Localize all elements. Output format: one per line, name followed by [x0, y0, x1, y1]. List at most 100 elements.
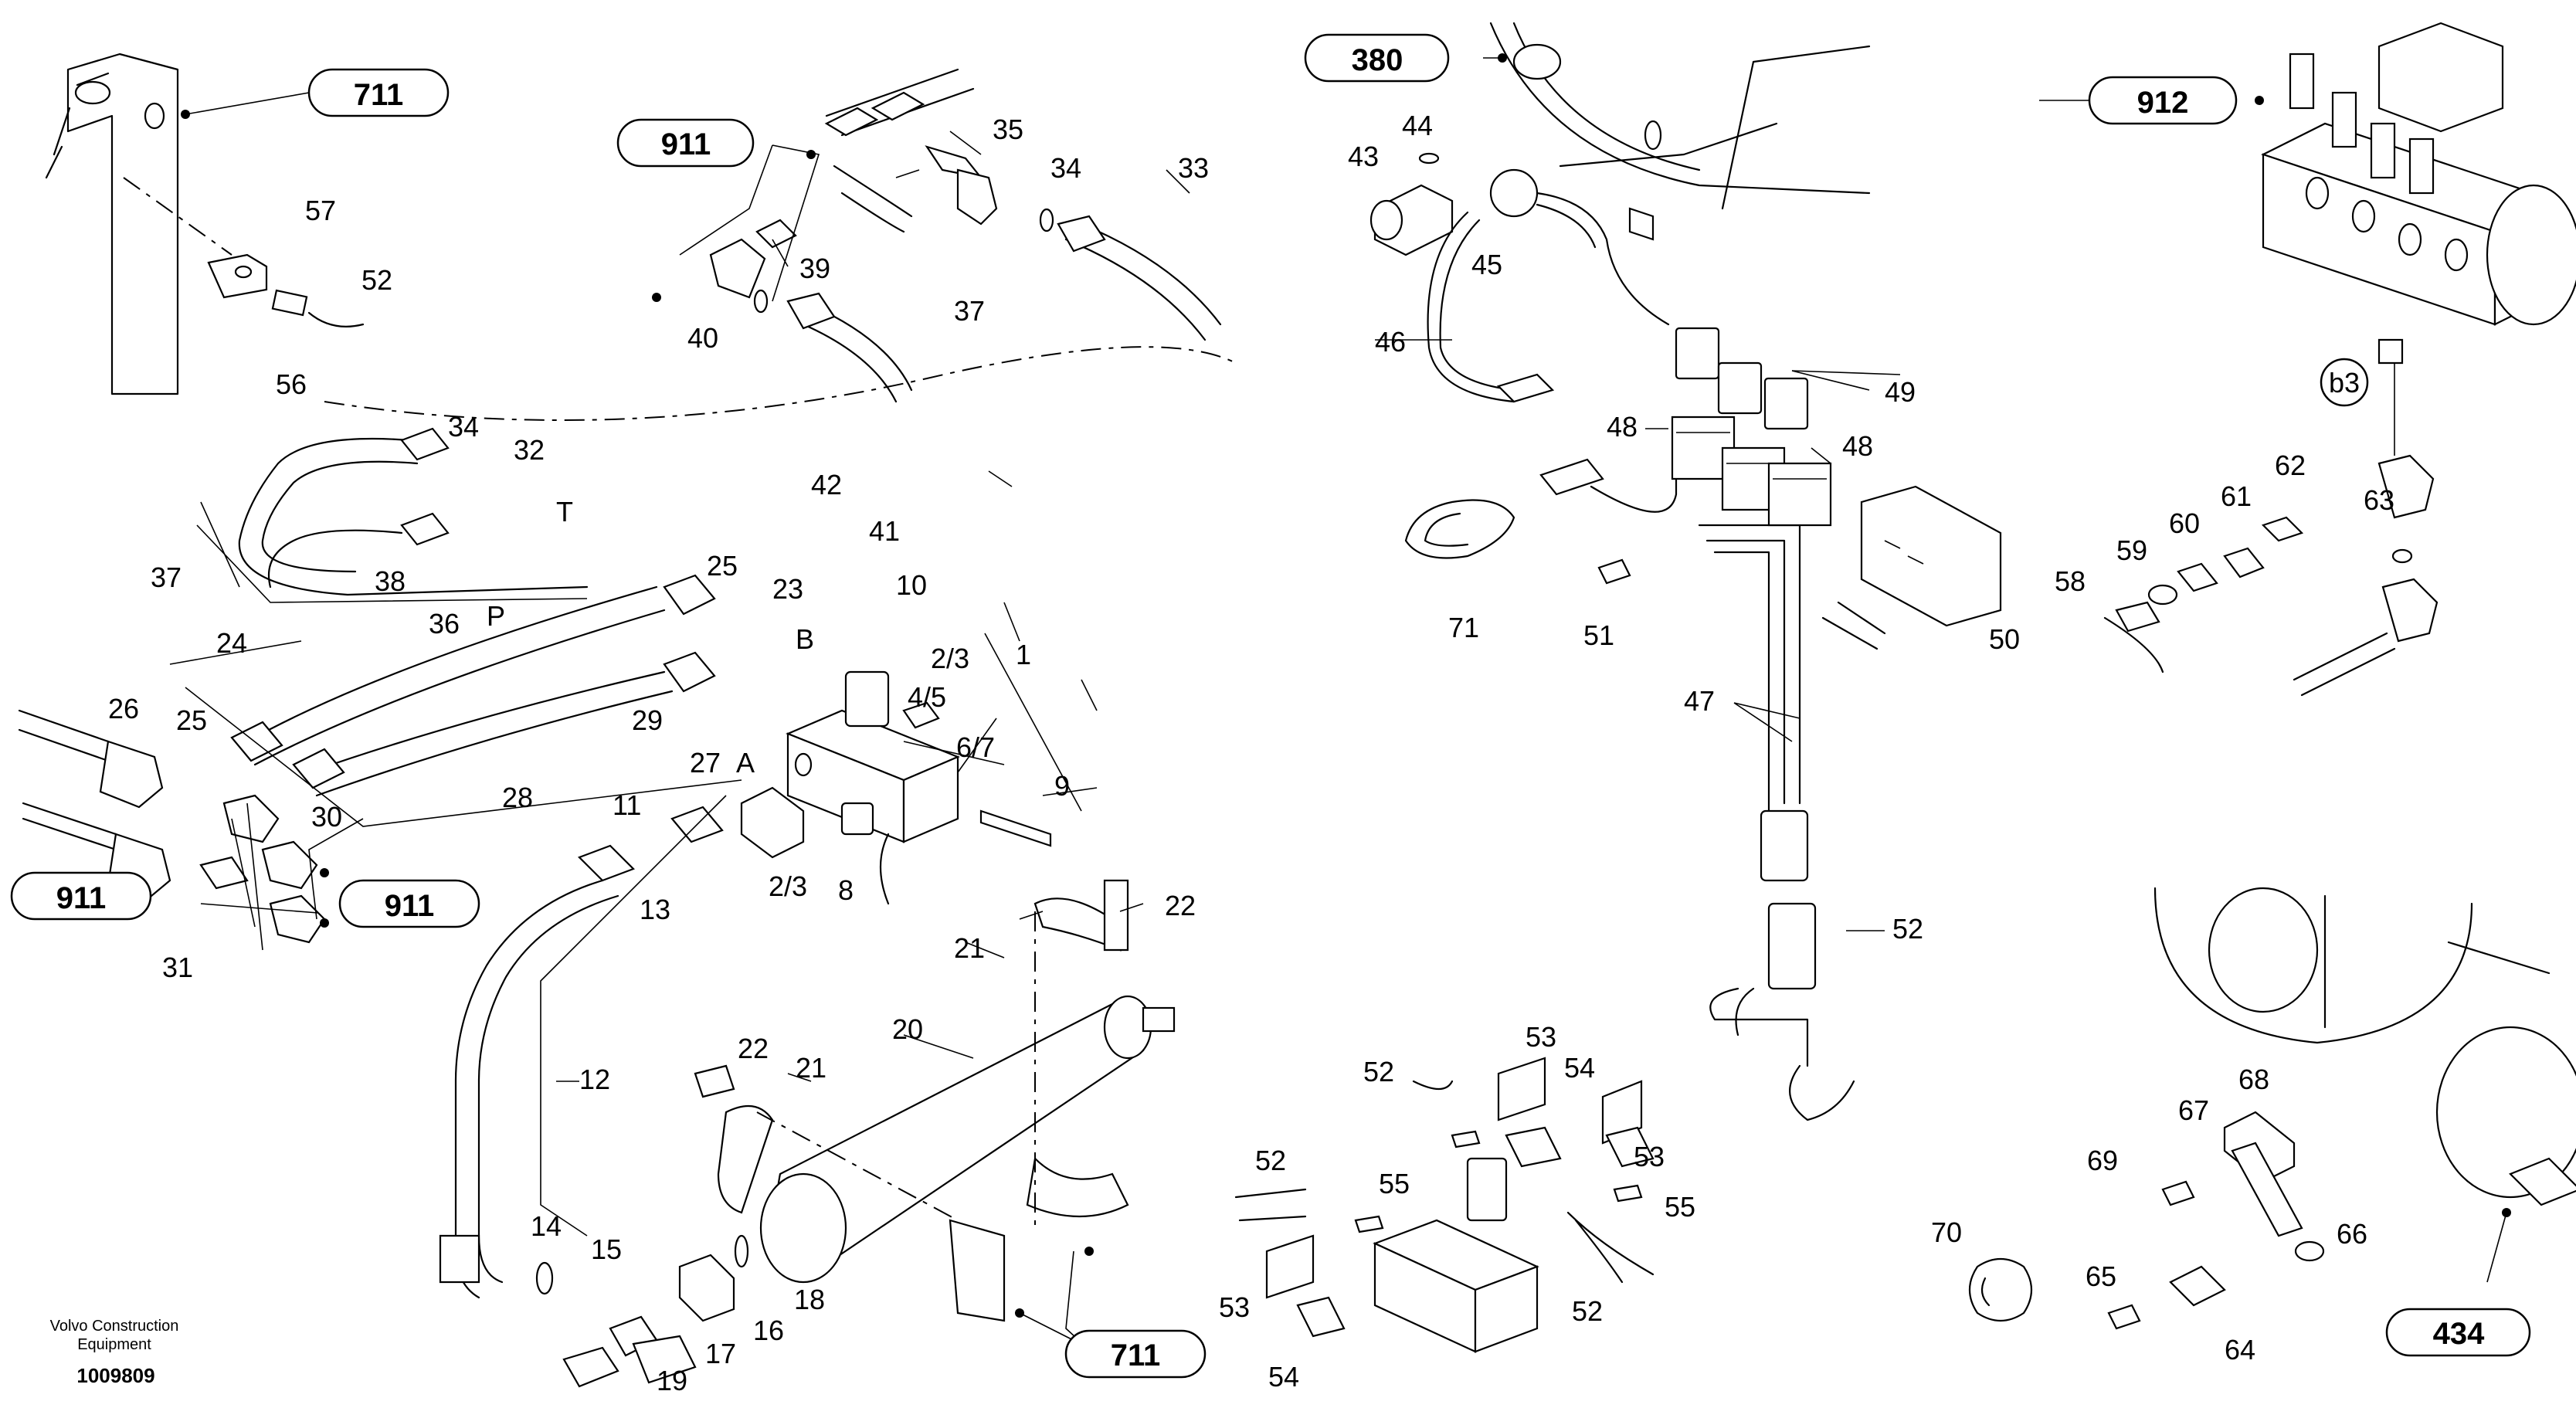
part-label: 18: [794, 1284, 825, 1315]
part-label: 30: [311, 801, 342, 833]
switch-43-45: [1369, 122, 1778, 326]
part-label: 57: [305, 195, 336, 226]
part-label: 48: [1607, 411, 1638, 443]
ref-label-380: 380: [1352, 43, 1403, 77]
part-label: 45: [1471, 249, 1502, 280]
ref-badge-912[interactable]: 912: [2088, 76, 2264, 125]
ref-badge-380[interactable]: 380: [1304, 33, 1507, 83]
ref-badge-434[interactable]: 434: [2385, 1208, 2531, 1357]
part-label: 60: [2169, 507, 2200, 539]
valve-block: [740, 633, 1082, 905]
ref-label-434: 434: [2433, 1317, 2485, 1351]
part-label: 52: [1363, 1056, 1394, 1087]
part-label: 50: [1989, 623, 2020, 655]
part-label: 23: [772, 573, 803, 605]
part-label: 6/7: [956, 731, 995, 763]
part-label: 34: [1050, 152, 1081, 184]
part-label: 24: [216, 627, 247, 659]
control-valve-912: [2261, 22, 2576, 365]
part-label: 52: [361, 264, 392, 296]
part-label: 17: [705, 1338, 736, 1369]
part-label: 55: [1665, 1191, 1695, 1223]
part-label: 22: [1165, 890, 1196, 921]
part-label: 27: [690, 747, 721, 779]
hoses-37-38: [196, 427, 589, 603]
harness-46-47: [1427, 211, 1855, 1121]
part-label: A: [736, 747, 755, 779]
part-label: 35: [993, 114, 1023, 145]
part-label: P: [487, 600, 505, 632]
ref-badge-711-top[interactable]: 711: [181, 68, 450, 119]
ref-badge-711-bottom[interactable]: 711: [1015, 1247, 1207, 1379]
footer-block: Volvo Construction Equipment 1009809: [50, 1318, 179, 1387]
accumulator-20: [694, 879, 1176, 1322]
part-label: 12: [579, 1064, 610, 1095]
part-label: 20: [892, 1013, 923, 1045]
part-label: 66: [2337, 1218, 2367, 1250]
part-label: 36: [429, 608, 460, 640]
temperature-sensor-57: [123, 177, 365, 327]
part-label: 62: [2275, 450, 2306, 481]
ref-badge-911-lower[interactable]: 911: [338, 879, 480, 928]
part-label: 52: [1892, 913, 1923, 945]
part-label: 53: [1634, 1141, 1665, 1172]
ref-label-911-lower: 911: [385, 889, 435, 923]
part-label: 41: [869, 515, 900, 547]
part-label: 16: [753, 1315, 784, 1346]
part-label: 54: [1564, 1052, 1595, 1084]
part-label: 37: [954, 295, 985, 327]
part-label: 9: [1054, 770, 1070, 802]
part-label: 37: [151, 562, 182, 593]
part-label: 38: [375, 565, 406, 597]
part-label: 2/3: [769, 870, 807, 902]
leader-lines: [185, 57, 2507, 1347]
pipe-12: [439, 795, 727, 1299]
part-label: 53: [1526, 1021, 1556, 1053]
relays-48-49: [1671, 327, 1832, 527]
part-label: 33: [1178, 152, 1209, 184]
part-label: 32: [514, 434, 545, 466]
part-label: 25: [176, 704, 207, 736]
part-label: 25: [707, 550, 738, 582]
part-label: 67: [2178, 1094, 2209, 1126]
relay-base-50: [1821, 485, 2002, 650]
part-labels: 57 52 56 35 34 33 39 37 40 34 32 T 38 36…: [108, 110, 2394, 1396]
frame-bracket-top-left: [45, 53, 179, 395]
ref-badge-911-top[interactable]: 911: [616, 118, 816, 302]
part-label: 14: [531, 1210, 562, 1242]
fittings-lower-left: [18, 709, 326, 951]
part-label: b3: [2329, 367, 2360, 399]
part-label: 52: [1255, 1145, 1286, 1176]
part-label: 28: [502, 782, 533, 813]
part-label: 21: [796, 1052, 826, 1084]
part-label: 15: [591, 1233, 622, 1265]
pipe-fittings-upper: [324, 68, 1237, 421]
part-label: 1: [1016, 639, 1031, 670]
ref-label-911-top: 911: [661, 127, 711, 161]
part-label: 70: [1931, 1216, 1962, 1248]
part-label: 53: [1219, 1291, 1250, 1323]
footer-drawing-number: 1009809: [76, 1364, 154, 1387]
part-label: 43: [1348, 141, 1379, 172]
part-label: 63: [2364, 484, 2394, 516]
part-label: 4/5: [908, 681, 946, 713]
part-label: 42: [811, 469, 842, 500]
part-label: 55: [1379, 1168, 1410, 1199]
pump-434: [2153, 887, 2576, 1206]
part-label: 47: [1684, 685, 1715, 717]
part-label: 21: [954, 932, 985, 964]
ref-badge-911-left[interactable]: 911: [10, 868, 329, 928]
footer-company-line2: Equipment: [77, 1336, 151, 1353]
bracket-64-70: [1969, 1111, 2325, 1330]
ref-label-711-bottom: 711: [1111, 1338, 1161, 1372]
part-label: 26: [108, 693, 139, 724]
ref-label-912: 912: [2137, 86, 2189, 120]
part-label: 29: [632, 704, 663, 736]
part-label: 19: [657, 1365, 687, 1396]
part-label: 44: [1402, 110, 1433, 141]
part-label: 22: [738, 1033, 769, 1064]
ref-label-911-left: 911: [56, 881, 107, 915]
clamp-71: [1404, 499, 1631, 585]
part-label: 40: [687, 322, 718, 354]
